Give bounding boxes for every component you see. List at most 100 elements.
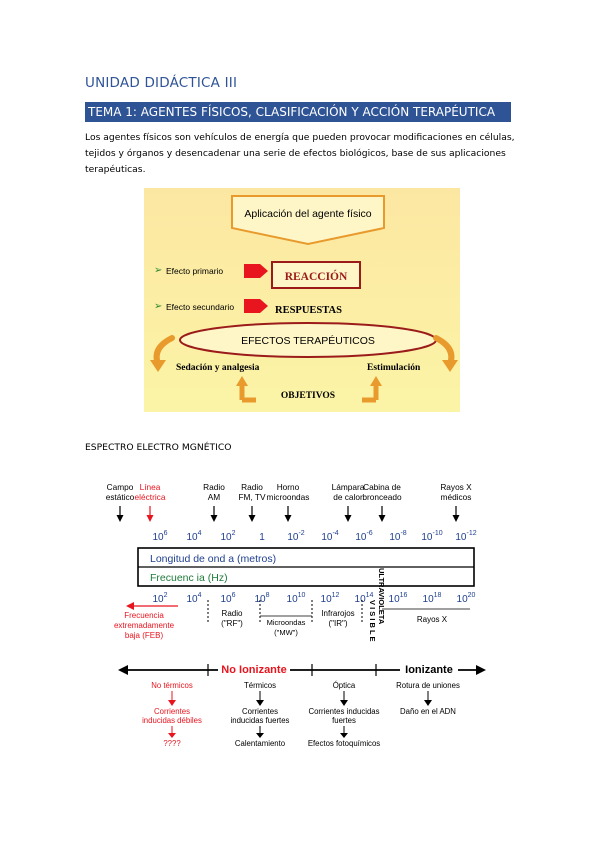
ionizing-label: Ionizante [405, 664, 453, 676]
band-infrared-line-2: ("IR") [328, 619, 347, 628]
primary-effect-label: Efecto primario [166, 266, 223, 276]
source-arrow-head [378, 515, 386, 522]
source-label: médicos [441, 492, 472, 502]
strong-currents-line-2: inducidas fuertes [231, 716, 290, 725]
visible-label: V I S I B L E [368, 600, 377, 642]
frequency-tick: 1012 [321, 592, 340, 605]
frequency-tick: 1016 [389, 592, 408, 605]
wavelength-tick: 10-6 [355, 530, 372, 543]
effect-arrow-head [340, 700, 348, 706]
wavelength-tick: 10-10 [421, 530, 442, 543]
right-curved-arrow-head [442, 360, 458, 372]
source-label: eléctrica [135, 492, 166, 502]
source-label: de calor [333, 492, 363, 502]
weak-currents-line-2: inducidas débiles [142, 716, 202, 725]
effect-arrow-head [340, 733, 348, 738]
wavelength-tick: 1 [259, 532, 265, 543]
wavelength-tick: 10-8 [389, 530, 406, 543]
band-radio-line-1: Radio [222, 609, 243, 618]
objectives-label: OBJETIVOS [281, 391, 335, 401]
frequency-tick: 1018 [423, 592, 442, 605]
ionizing-label-bg [400, 662, 458, 676]
application-label: Aplicación del agente físico [244, 208, 371, 220]
band-microwave-line-1: Microondas [267, 618, 306, 627]
frequency-tick: 102 [152, 592, 167, 605]
source-arrow-head [248, 515, 256, 522]
band-microwave-line-2: ("MW") [274, 628, 298, 637]
feb-line-3: baja (FEB) [125, 631, 164, 640]
effect-non-thermal: No térmicos [151, 681, 193, 690]
frequency-tick: 1020 [457, 592, 476, 605]
application-arrow-shape [231, 195, 385, 246]
non-ionizing-label: No Ionizante [221, 664, 286, 676]
secondary-check-icon: ➢ [154, 301, 162, 312]
band-xray-label: Rayos X [417, 615, 448, 624]
wavelength-tick: 10-4 [321, 530, 338, 543]
wavelength-tick: 10-12 [455, 530, 476, 543]
source-arrow-head [210, 515, 218, 522]
therapeutic-effects-label: EFECTOS TERAPÉUTICOS [241, 334, 375, 347]
bottom-left-arrow-icon [239, 384, 256, 403]
source-label: Radio [241, 482, 263, 492]
source-label: microondas [267, 492, 310, 502]
unknown-effect: ???? [163, 739, 181, 748]
ultraviolet-label: ULTRAVIOLETA [377, 568, 386, 625]
source-label: FM, TV [238, 492, 266, 502]
feb-line-2: extremadamente [114, 621, 175, 630]
sedation-label: Sedación y analgesia [176, 363, 260, 373]
wavelength-tick: 106 [152, 530, 167, 543]
primary-red-arrow [244, 264, 268, 278]
photochemical-effect: Efectos fotoquímicos [308, 739, 380, 748]
responses-label: RESPUESTAS [275, 305, 342, 316]
band-infrared-line-1: Infrarojos [321, 609, 354, 618]
strong-currents-line-1: Corrientes [242, 707, 278, 716]
wavelength-tick: 10-2 [287, 530, 304, 543]
stimulation-label: Estimulación [367, 363, 421, 373]
spectrum-sources: CampoestáticoLíneaeléctricaRadioAMRadioF… [106, 482, 472, 522]
electromagnetic-spectrum-diagram: CampoestáticoLíneaeléctricaRadioAMRadioF… [106, 482, 486, 748]
source-label: Rayos X [440, 482, 472, 492]
source-arrow-head [344, 515, 352, 522]
bottom-right-arrow-head [370, 376, 382, 386]
effect-arrow-red-head [168, 733, 176, 738]
source-label: Horno [277, 482, 300, 492]
dna-damage: Daño en el ADN [400, 707, 456, 716]
ionizing-axis-left-head [118, 665, 128, 675]
effect-arrow-red-head [168, 700, 176, 706]
primary-check-icon: ➢ [154, 265, 162, 276]
frequency-tick: 108 [254, 592, 269, 605]
reaction-box [271, 261, 361, 289]
spectrum-section-label: ESPECTRO ELECTRO MGNÉTICO [85, 442, 232, 453]
weak-currents-line-1: Corrientes [154, 707, 190, 716]
wavelength-tick: 102 [220, 530, 235, 543]
wavelength-label: Longitud de ond a (metros) [150, 553, 276, 565]
effect-bond-breaking: Rotura de uniones [396, 681, 460, 690]
unit-title: UNIDAD DIDÁCTICA III [85, 75, 238, 91]
effect-optical: Óptica [333, 681, 356, 690]
source-label: bronceado [362, 492, 402, 502]
effect-thermal: Térmicos [244, 681, 276, 690]
ionizing-axis-right-head [476, 665, 486, 675]
bottom-left-arrow-head [236, 376, 248, 386]
frequency-label: Frecuenc ia (Hz) [150, 572, 228, 584]
non-ionizing-label-bg [218, 662, 290, 676]
effect-arrow-head [256, 700, 264, 706]
source-label: AM [208, 492, 221, 502]
source-arrow-head [146, 515, 154, 522]
topic-title-bar: TEMA 1: AGENTES FÍSICOS, CLASIFICACIÓN Y… [85, 102, 511, 122]
frequency-tick: 1010 [287, 592, 306, 605]
source-arrow-head [452, 515, 460, 522]
secondary-red-arrow [244, 299, 268, 313]
left-curved-arrow-head [150, 360, 166, 372]
intro-paragraph: Los agentes físicos son vehículos de ene… [85, 132, 515, 175]
feb-red-arrow-head [126, 602, 134, 610]
reaction-label: REACCIÓN [285, 269, 348, 283]
source-arrow-head [284, 515, 292, 522]
source-label: Cabina de [363, 482, 401, 492]
frequency-tick: 104 [186, 592, 201, 605]
strong-currents-opt-line-2: fuertes [332, 716, 356, 725]
source-label: Radio [203, 482, 225, 492]
effect-arrow-head [256, 733, 264, 738]
